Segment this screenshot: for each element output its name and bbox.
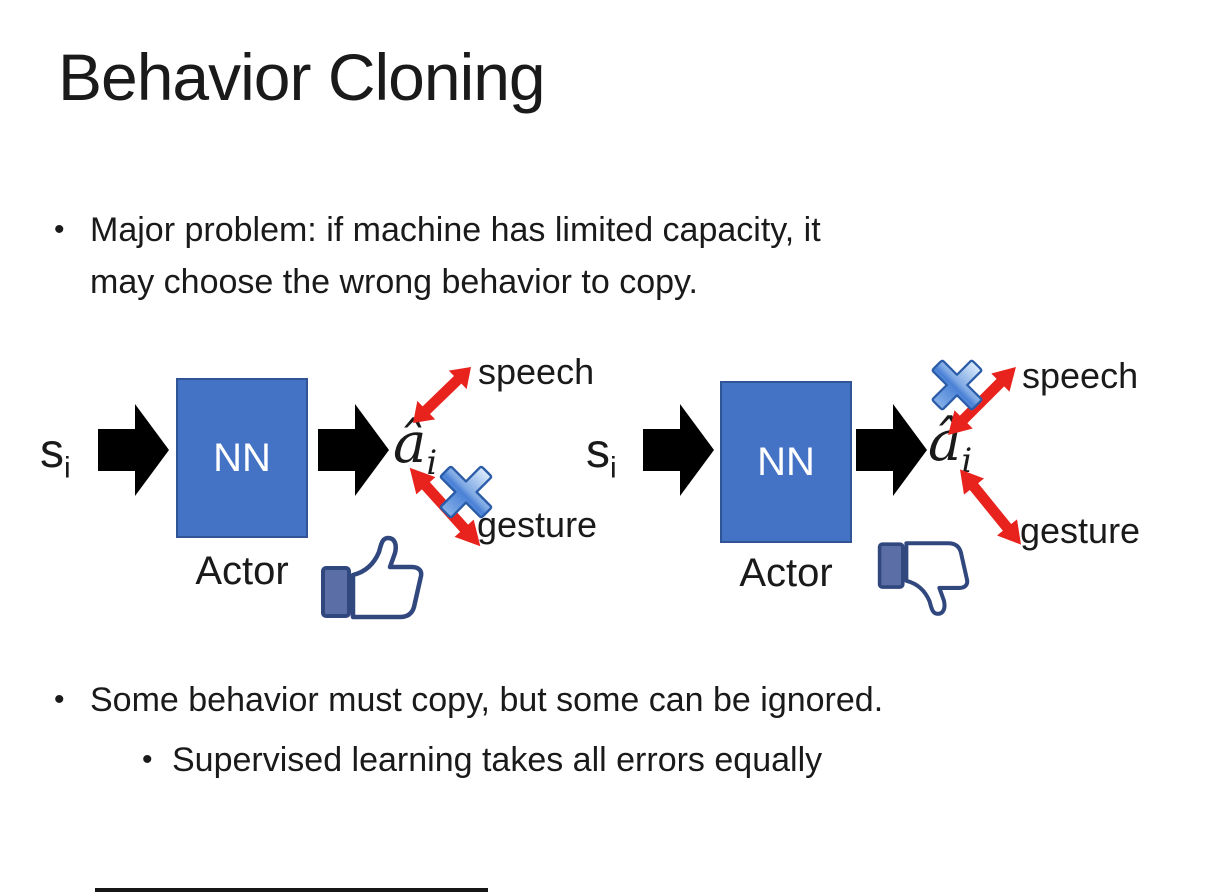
speech-label-left: speech — [478, 351, 595, 392]
nn-label: NN — [757, 439, 815, 484]
bullet-major-problem-line1: Major problem: if machine has limited ca… — [90, 211, 821, 249]
nn-box-right: NN — [720, 381, 852, 543]
input-block-arrow-icon-left — [98, 404, 169, 496]
bullet-supervised-learning-text: Supervised learning takes all errors equ… — [172, 741, 823, 779]
output-block-arrow-icon-right — [856, 404, 927, 496]
cropped-bottom-line — [95, 888, 488, 892]
ignore-cross-icon-right — [931, 359, 983, 411]
gesture-label-left: gesture — [477, 504, 598, 545]
nn-box-left: NN — [176, 378, 308, 538]
state-symbol: s — [586, 425, 610, 478]
slide-title: Behavior Cloning — [58, 40, 546, 114]
bullet-marker: • — [54, 683, 65, 716]
input-state-label-left: si — [40, 425, 71, 484]
state-symbol: s — [40, 425, 64, 478]
actor-label-left: Actor — [195, 549, 289, 593]
state-subscript: i — [64, 451, 71, 485]
gesture-label-right: gesture — [1020, 510, 1141, 551]
bullet-marker: • — [54, 213, 65, 246]
speech-double-arrow-icon-left — [412, 366, 472, 424]
action-subscript: i — [961, 441, 973, 482]
action-symbol: â — [393, 411, 427, 476]
ignore-cross-icon-left — [439, 465, 493, 519]
actor-label-right: Actor — [739, 551, 833, 595]
input-block-arrow-icon-right — [643, 404, 714, 496]
thumbs-up-icon — [321, 535, 424, 620]
action-subscript: i — [426, 443, 438, 484]
bullet-major-problem: • Major problem: if machine has limited c… — [54, 204, 821, 308]
speech-label-right: speech — [1022, 355, 1139, 396]
thumbs-down-icon — [877, 541, 970, 616]
output-block-arrow-icon-left — [318, 404, 389, 496]
bullet-major-problem-line2: may choose the wrong behavior to copy. — [90, 263, 698, 301]
bullet-some-behavior: • Some behavior must copy, but some can b… — [54, 674, 883, 726]
bullet-some-behavior-text: Some behavior must copy, but some can be… — [90, 681, 884, 719]
output-action-label-left: âi — [393, 416, 437, 481]
input-state-label-right: si — [586, 425, 617, 484]
gesture-double-arrow-icon-right — [959, 469, 1022, 545]
bullet-marker: • — [142, 743, 153, 776]
nn-label: NN — [213, 435, 271, 480]
state-subscript: i — [610, 451, 617, 485]
bullet-supervised-learning: • Supervised learning takes all errors eq… — [142, 734, 822, 786]
